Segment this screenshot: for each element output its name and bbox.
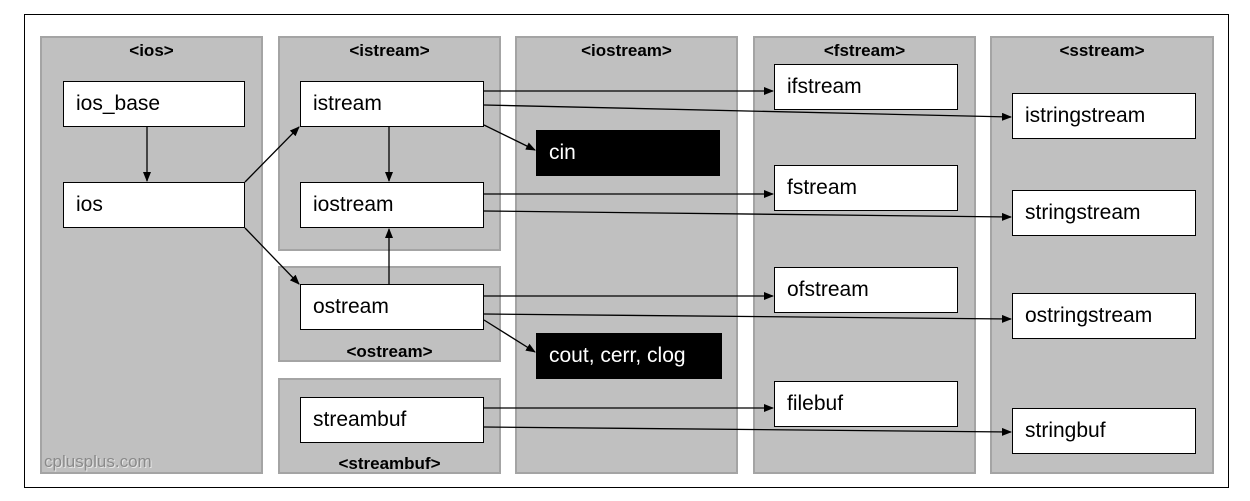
class-ifstream: ifstream [774,64,958,110]
class-ostream: ostream [300,284,484,330]
panel-istream-title: <istream> [349,41,430,60]
class-filebuf: filebuf [774,381,958,427]
watermark: cplusplus.com [44,452,152,471]
class-ios-base: ios_base [63,81,245,127]
panel-sstream-title: <sstream> [1059,41,1145,60]
panel-streambuf-title: <streambuf> [338,454,441,473]
class-ios: ios [63,182,245,228]
object-cout-cerr-clog: cout, cerr, clog [536,333,722,379]
class-fstream: fstream [774,165,958,211]
class-istream: istream [300,81,484,127]
panel-ostream-title: <ostream> [346,342,433,361]
object-cin: cin [536,130,720,176]
panel-iostream-title: <iostream> [581,41,672,60]
class-ostringstream: ostringstream [1012,293,1196,339]
class-stringstream: stringstream [1012,190,1196,236]
panel-iostream: <iostream> [515,36,738,474]
class-stringbuf: stringbuf [1012,408,1196,454]
class-istringstream: istringstream [1012,93,1196,139]
panel-fstream-title: <fstream> [823,41,906,60]
class-streambuf: streambuf [300,397,484,443]
class-iostream: iostream [300,182,484,228]
panel-ios-title: <ios> [129,41,174,60]
class-ofstream: ofstream [774,267,958,313]
